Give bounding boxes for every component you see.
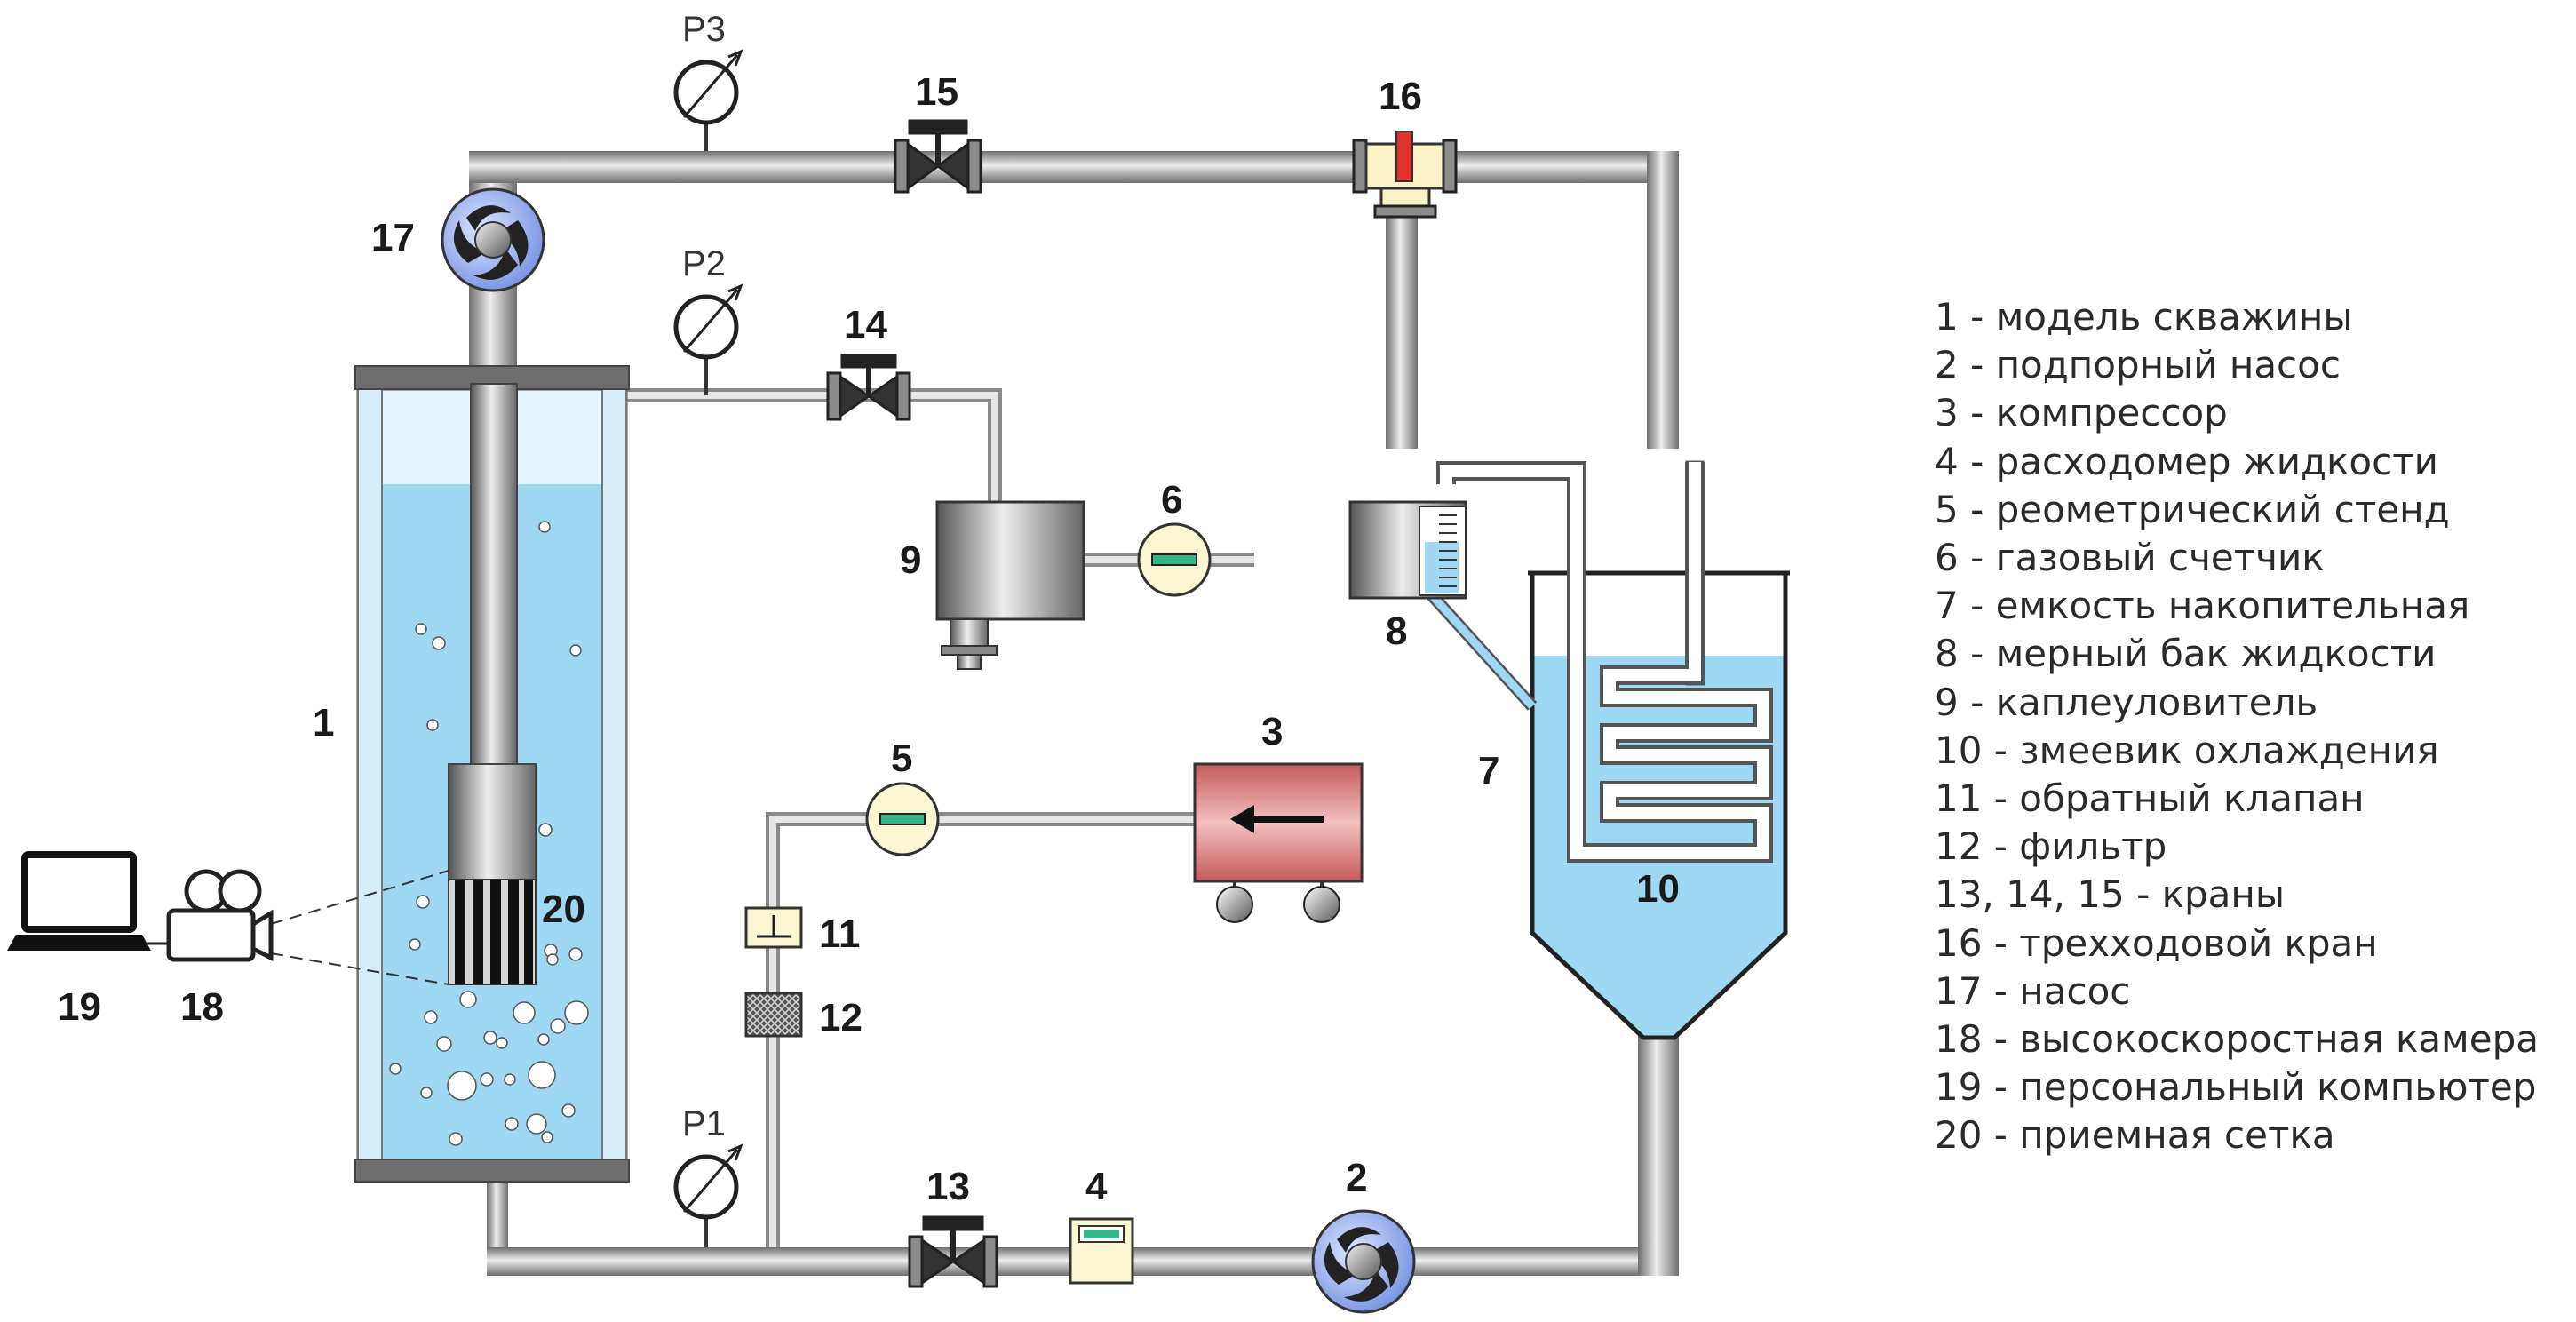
label-2: 2 xyxy=(1346,1156,1367,1199)
legend-item: 13, 14, 15 - краны xyxy=(1935,872,2285,917)
legend-item: 10 - змеевик охлаждения xyxy=(1935,728,2439,772)
intake-screen xyxy=(448,879,537,985)
label-10: 10 xyxy=(1636,867,1680,911)
component-labels: 1 2 3 4 5 6 7 8 9 10 11 12 13 14 15 16 1… xyxy=(58,10,1680,1208)
pump-2 xyxy=(1311,1209,1416,1314)
label-8: 8 xyxy=(1386,609,1407,653)
label-1: 1 xyxy=(313,701,334,745)
pressure-gauge-p2 xyxy=(673,283,743,395)
label-12: 12 xyxy=(819,996,863,1039)
legend-item: 5 - реометрический стенд xyxy=(1935,487,2450,531)
cooling-coil xyxy=(1436,461,1773,863)
label-20: 20 xyxy=(542,888,585,931)
camera-icon xyxy=(166,869,274,962)
thin-pipes xyxy=(626,388,1254,1262)
legend-item: 8 - мерный бак жидкости xyxy=(1935,632,2437,676)
label-p3: P3 xyxy=(682,10,726,49)
droplet-separator xyxy=(935,500,1085,670)
three-way-valve-16 xyxy=(1352,131,1458,219)
legend-item: 6 - газовый счетчик xyxy=(1935,536,2325,580)
label-p2: P2 xyxy=(682,244,726,283)
legend-item: 1 - модель скважины xyxy=(1935,295,2353,338)
gas-meter xyxy=(1137,522,1212,597)
legend: 1 - модель скважины 2 - подпорный насос … xyxy=(1935,293,2539,1160)
pump-17 xyxy=(441,187,545,292)
legend-item: 16 - трехходовой кран xyxy=(1935,920,2378,965)
measuring-tank xyxy=(1348,500,1538,711)
pressure-gauge-p1 xyxy=(673,1143,743,1247)
legend-item: 11 - обратный клапан xyxy=(1935,776,2365,821)
main-pipes xyxy=(469,151,1679,1276)
label-15: 15 xyxy=(915,70,958,114)
legend-item: 17 - насос xyxy=(1935,968,2131,1013)
legend-item: 2 - подпорный насос xyxy=(1935,343,2341,387)
legend-item: 7 - емкость накопительная xyxy=(1935,584,2470,628)
filter xyxy=(744,992,803,1038)
label-p1: P1 xyxy=(682,1104,726,1143)
label-7: 7 xyxy=(1478,749,1499,792)
legend-item: 3 - компрессор xyxy=(1935,391,2228,435)
legend-item: 4 - расходомер жидкости xyxy=(1935,439,2438,483)
legend-item: 18 - высокоскоростная камера xyxy=(1935,1017,2539,1062)
label-14: 14 xyxy=(844,303,887,346)
check-valve xyxy=(744,906,803,949)
valve-13 xyxy=(908,1215,998,1288)
well-model xyxy=(354,365,630,1183)
label-9: 9 xyxy=(900,538,921,582)
label-6: 6 xyxy=(1161,478,1182,522)
valve-15 xyxy=(894,119,982,194)
gas-bubbles xyxy=(389,521,589,1146)
label-3: 3 xyxy=(1261,710,1283,753)
liquid-flowmeter xyxy=(1069,1217,1134,1285)
label-18: 18 xyxy=(180,985,224,1029)
valve-14 xyxy=(826,354,911,421)
label-19: 19 xyxy=(58,985,101,1029)
label-5: 5 xyxy=(891,737,912,780)
legend-item: 19 - персональный компьютер xyxy=(1935,1065,2537,1110)
legend-item: 9 - каплеуловитель xyxy=(1935,680,2318,724)
label-16: 16 xyxy=(1379,75,1422,118)
label-13: 13 xyxy=(926,1165,970,1208)
label-4: 4 xyxy=(1085,1165,1108,1208)
compressor xyxy=(1193,762,1364,923)
rheometric-stand xyxy=(865,782,940,856)
legend-item: 12 - фильтр xyxy=(1935,824,2167,869)
legend-item: 20 - приемная сетка xyxy=(1935,1113,2335,1158)
computer-icon xyxy=(7,851,151,951)
label-17: 17 xyxy=(371,216,415,259)
label-11: 11 xyxy=(819,912,861,956)
pressure-gauge-p3 xyxy=(673,49,743,151)
camera-fov-lines xyxy=(270,870,449,985)
